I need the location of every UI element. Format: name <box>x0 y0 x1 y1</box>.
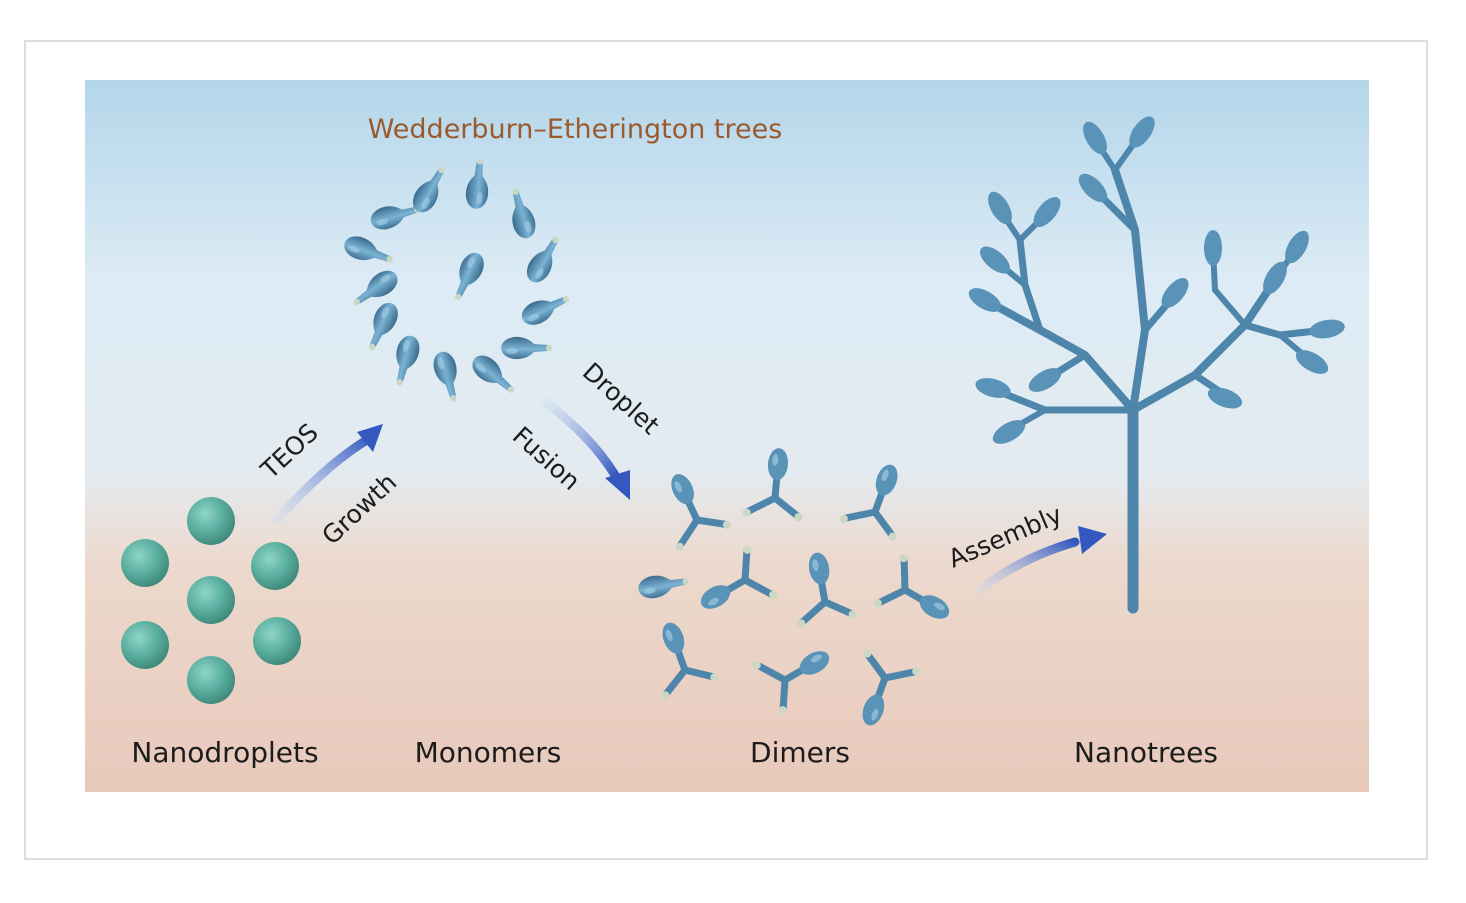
diagram-canvas: Wedderburn–Etherington trees TEOS Growth <box>85 80 1369 792</box>
nanodroplet-cluster <box>121 497 301 704</box>
nanodroplet <box>187 656 235 704</box>
fusion-arrow <box>540 397 630 500</box>
diagram-title: Wedderburn–Etherington trees <box>368 114 783 145</box>
nanodroplet <box>121 621 169 669</box>
stage-label-dimers: Dimers <box>750 736 850 769</box>
nanodroplet <box>187 497 235 545</box>
stage-label-nanotrees: Nanotrees <box>1074 736 1218 769</box>
growth-arrow <box>272 424 383 525</box>
stage-label-monomers: Monomers <box>415 736 562 769</box>
nanotree <box>981 132 1329 614</box>
assembly-arrow <box>975 526 1107 595</box>
diagram-scene: Wedderburn–Etherington trees TEOS Growth <box>85 80 1369 792</box>
stage-label-nanodroplets: Nanodroplets <box>131 736 318 769</box>
nanodroplet <box>251 542 299 590</box>
background <box>85 80 1369 792</box>
nanotree-leaves <box>968 116 1345 444</box>
nanodroplet <box>253 617 301 665</box>
nanodroplet <box>121 539 169 587</box>
nanodroplet <box>187 576 235 624</box>
